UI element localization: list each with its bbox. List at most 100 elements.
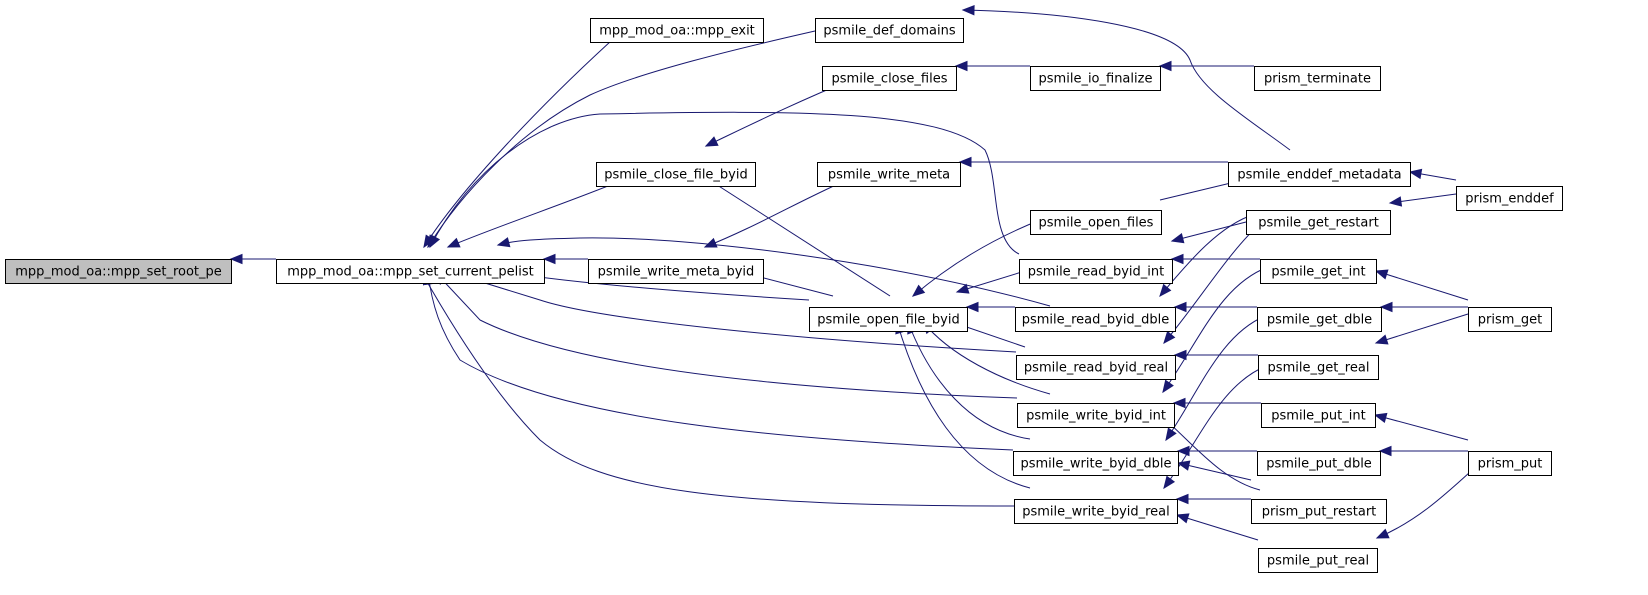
- node-close-files[interactable]: psmile_close_files: [822, 66, 957, 91]
- node-write-meta[interactable]: psmile_write_meta: [817, 162, 961, 187]
- node-set-root-pe[interactable]: mpp_mod_oa::mpp_set_root_pe: [5, 259, 232, 284]
- node-box[interactable]: [1017, 403, 1175, 428]
- edge-write-byid-real-to-open-file-byid: [895, 320, 1031, 489]
- node-get-real[interactable]: psmile_get_real: [1258, 355, 1379, 380]
- edge-enddef-metadata-to-write-meta-arrowhead: [958, 156, 972, 168]
- node-box[interactable]: [276, 259, 545, 284]
- node-write-byid-int[interactable]: psmile_write_byid_int: [1017, 403, 1175, 428]
- node-read-byid-int[interactable]: psmile_read_byid_int: [1019, 259, 1173, 284]
- edge-get-restart-to-read-byid-dble-line: [1159, 213, 1256, 297]
- node-box[interactable]: [809, 307, 968, 332]
- node-box[interactable]: [1016, 355, 1176, 380]
- edge-prism-enddef-to-get-restart-arrowhead: [1388, 196, 1403, 207]
- node-put-int[interactable]: psmile_put_int: [1261, 403, 1376, 428]
- node-open-file-byid[interactable]: psmile_open_file_byid: [809, 307, 968, 332]
- node-box[interactable]: [1228, 162, 1411, 187]
- nodes-layer: mpp_mod_oa::mpp_set_root_pe mpp_mod_oa::m…: [5, 18, 1563, 573]
- edge-def-domains-to-set-current-pelist-line: [427, 30, 816, 248]
- edge-write-byid-dble-to-set-current-pelist-line: [427, 272, 1014, 451]
- node-box[interactable]: [1030, 210, 1162, 235]
- node-put-dble[interactable]: psmile_put_dble: [1257, 451, 1381, 476]
- node-box[interactable]: [815, 18, 964, 43]
- node-close-file-byid[interactable]: psmile_close_file_byid: [596, 162, 756, 187]
- node-enddef-metadata[interactable]: psmile_enddef_metadata: [1228, 162, 1411, 187]
- edge-get-restart-to-read-byid-real-arrowhead: [1163, 330, 1176, 345]
- node-prism-terminate[interactable]: prism_terminate: [1254, 66, 1381, 91]
- node-label: psmile_get_dble: [1267, 313, 1372, 328]
- edge-prism-get-to-get-real-line: [1375, 313, 1469, 344]
- node-prism-enddef[interactable]: prism_enddef: [1456, 186, 1563, 211]
- node-label: psmile_write_byid_real: [1022, 505, 1170, 520]
- node-read-byid-real[interactable]: psmile_read_byid_real: [1016, 355, 1176, 380]
- edge-write-byid-real-to-set-current-pelist-line: [421, 272, 1015, 507]
- node-get-int[interactable]: psmile_get_int: [1260, 259, 1377, 284]
- edge-prism-put-to-put-int-line: [1374, 414, 1469, 441]
- node-box[interactable]: [1015, 307, 1176, 332]
- edge-close-file-byid-to-set-current-pelist-arrowhead: [446, 237, 461, 248]
- node-box[interactable]: [588, 259, 764, 284]
- node-box[interactable]: [1030, 66, 1161, 91]
- node-box[interactable]: [1254, 66, 1381, 91]
- node-box[interactable]: [1013, 451, 1179, 476]
- node-box[interactable]: [1258, 548, 1378, 573]
- node-def-domains[interactable]: psmile_def_domains: [815, 18, 964, 43]
- edge-read-byid-int-to-set-current-pelist-arrowhead: [429, 234, 441, 249]
- node-box[interactable]: [1258, 355, 1379, 380]
- node-box[interactable]: [1246, 210, 1391, 235]
- node-box[interactable]: [1257, 451, 1381, 476]
- node-box[interactable]: [1257, 307, 1382, 332]
- node-box[interactable]: [1260, 259, 1377, 284]
- edge-open-files-to-open-file-byid: [911, 219, 1041, 297]
- edge-enddef-metadata-to-write-meta: [958, 156, 1228, 168]
- edge-read-byid-int-to-open-file-byid: [955, 270, 1026, 294]
- edge-open-file-byid-to-close-file-byid-line: [699, 173, 891, 297]
- node-box[interactable]: [1261, 403, 1376, 428]
- edge-get-dble-to-write-byid-dble-line: [1165, 315, 1266, 441]
- node-label: psmile_put_dble: [1266, 457, 1372, 472]
- node-label: psmile_read_byid_int: [1028, 265, 1164, 280]
- node-box[interactable]: [1468, 307, 1552, 332]
- node-prism-get[interactable]: prism_get: [1468, 307, 1552, 332]
- node-box[interactable]: [822, 66, 957, 91]
- node-label: prism_terminate: [1264, 72, 1371, 87]
- node-get-restart[interactable]: psmile_get_restart: [1246, 210, 1391, 235]
- edge-prism-put-to-put-real-line: [1376, 462, 1481, 539]
- node-write-meta-byid[interactable]: psmile_write_meta_byid: [588, 259, 764, 284]
- node-get-dble[interactable]: psmile_get_dble: [1257, 307, 1382, 332]
- node-box[interactable]: [1456, 186, 1563, 211]
- node-box[interactable]: [817, 162, 961, 187]
- node-box[interactable]: [590, 18, 764, 43]
- edge-prism-get-to-get-real: [1374, 313, 1469, 345]
- edge-read-byid-dble-to-set-current-pelist: [496, 237, 1051, 307]
- edge-put-real-to-write-byid-real-line: [1176, 514, 1259, 541]
- node-box[interactable]: [596, 162, 756, 187]
- node-read-byid-dble[interactable]: psmile_read_byid_dble: [1015, 307, 1176, 332]
- edge-prism-get-to-get-int-arrowhead: [1374, 269, 1389, 280]
- edge-put-real-to-write-byid-real: [1175, 513, 1259, 541]
- edge-prism-put-to-put-real-arrowhead: [1375, 528, 1390, 539]
- node-prism-put[interactable]: prism_put: [1468, 451, 1552, 476]
- node-label: prism_get: [1478, 313, 1543, 328]
- node-box[interactable]: [1019, 259, 1173, 284]
- edge-write-byid-int-to-set-current-pelist: [435, 272, 1018, 399]
- node-put-real[interactable]: psmile_put_real: [1258, 548, 1378, 573]
- edge-get-restart-to-read-byid-dble: [1159, 213, 1256, 298]
- edge-get-restart-to-read-byid-int: [1170, 221, 1247, 244]
- node-write-byid-real[interactable]: psmile_write_byid_real: [1014, 499, 1178, 524]
- node-label: psmile_put_int: [1271, 409, 1365, 424]
- edge-prism-get-to-get-real-arrowhead: [1374, 334, 1389, 345]
- edge-get-real-to-read-byid-real-arrowhead: [1173, 349, 1187, 361]
- node-box[interactable]: [1251, 499, 1387, 524]
- node-box[interactable]: [1468, 451, 1552, 476]
- edge-prism-get-to-get-dble-arrowhead: [1379, 301, 1393, 313]
- node-io-finalize[interactable]: psmile_io_finalize: [1030, 66, 1161, 91]
- edge-prism-enddef-to-get-restart: [1388, 193, 1457, 207]
- node-box[interactable]: [5, 259, 232, 284]
- node-mpp-exit[interactable]: mpp_mod_oa::mpp_exit: [590, 18, 764, 43]
- node-write-byid-dble[interactable]: psmile_write_byid_dble: [1013, 451, 1179, 476]
- node-prism-put-restart[interactable]: prism_put_restart: [1251, 499, 1387, 524]
- edge-get-int-to-write-byid-int-arrowhead: [1162, 379, 1174, 394]
- node-open-files[interactable]: psmile_open_files: [1030, 210, 1162, 235]
- node-set-current-pelist[interactable]: mpp_mod_oa::mpp_set_current_pelist: [276, 259, 545, 284]
- node-box[interactable]: [1014, 499, 1178, 524]
